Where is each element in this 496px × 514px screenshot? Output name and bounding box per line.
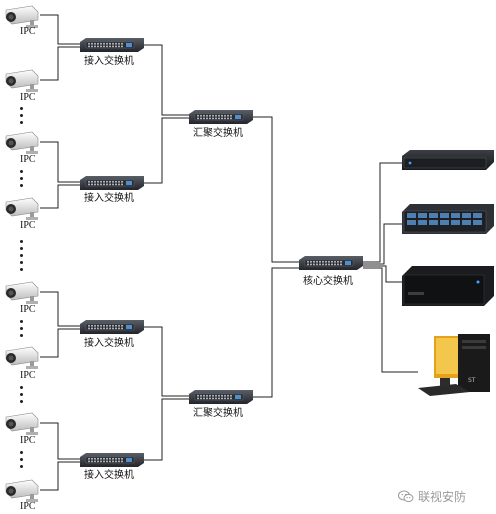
ipc-camera xyxy=(5,281,39,305)
aggregation-switch-icon xyxy=(188,109,254,125)
aggregation-switch-label: 汇聚交换机 xyxy=(193,128,243,139)
more-cameras-ellipsis xyxy=(20,386,24,407)
access-switch-icon xyxy=(79,175,145,191)
aggregation-switch-label: 汇聚交换机 xyxy=(193,408,243,419)
ipc-camera xyxy=(5,197,39,221)
wechat-icon xyxy=(398,490,414,503)
svg-text:ST: ST xyxy=(468,377,476,384)
ipc-label: IPC xyxy=(20,26,36,37)
ipc-label: IPC xyxy=(20,370,36,381)
watermark: 联视安防 xyxy=(398,488,466,505)
watermark-text: 联视安防 xyxy=(418,490,467,504)
ipc-camera xyxy=(5,131,39,155)
nvr-box-icon xyxy=(402,266,494,306)
access-switch-icon xyxy=(79,319,145,335)
access-switch-label: 接入交换机 xyxy=(84,193,134,204)
ipc-label: IPC xyxy=(20,304,36,315)
ipc-label: IPC xyxy=(20,154,36,165)
ipc-camera xyxy=(5,346,39,370)
access-switch-icon xyxy=(79,452,145,468)
more-cameras-ellipsis xyxy=(20,107,24,128)
core-switch-label: 核心交换机 xyxy=(303,276,353,287)
pc-workstation-icon: ST xyxy=(418,334,490,396)
access-switch-label: 接入交换机 xyxy=(84,56,134,67)
core-switch-icon xyxy=(298,255,364,271)
more-cameras-ellipsis xyxy=(20,170,24,191)
more-cameras-ellipsis xyxy=(20,240,24,275)
ipc-label: IPC xyxy=(20,92,36,103)
ipc-label: IPC xyxy=(20,435,36,446)
ipc-camera xyxy=(5,479,39,503)
access-switch-label: 接入交换机 xyxy=(84,338,134,349)
more-cameras-ellipsis xyxy=(20,320,24,341)
aggregation-switch-icon xyxy=(188,389,254,405)
connection-lines xyxy=(40,14,418,491)
ipc-label: IPC xyxy=(20,220,36,231)
more-cameras-ellipsis xyxy=(20,451,24,472)
ipc-camera xyxy=(5,5,39,29)
storage-array-icon xyxy=(402,204,494,234)
access-switch-icon xyxy=(79,37,145,53)
ipc-camera xyxy=(5,69,39,93)
access-switch-label: 接入交换机 xyxy=(84,470,134,481)
ipc-camera xyxy=(5,412,39,436)
ipc-label: IPC xyxy=(20,501,36,512)
rack-server-icon xyxy=(402,150,494,170)
